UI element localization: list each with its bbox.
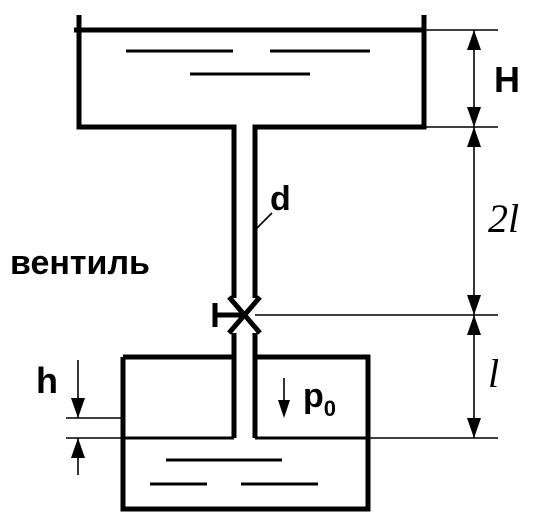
label-p0-base: p xyxy=(303,377,324,415)
label-p0-subscript: 0 xyxy=(324,396,336,421)
upper-tank xyxy=(74,15,427,298)
valve-symbol xyxy=(212,295,262,335)
label-2l: 2l xyxy=(488,196,519,241)
lower-tank-water-lines xyxy=(123,436,368,486)
lower-pipe xyxy=(231,333,258,438)
dimension-2l xyxy=(467,127,481,315)
label-h: h xyxy=(36,360,58,401)
label-p0: p0 xyxy=(303,377,336,421)
label-H: H xyxy=(494,59,520,100)
dimension-l xyxy=(467,315,481,438)
label-valve: вентиль xyxy=(10,244,150,282)
lower-tank xyxy=(120,354,371,512)
dimension-extension-lines xyxy=(255,29,498,439)
dimension-H xyxy=(467,30,481,127)
upper-tank-water-lines xyxy=(126,49,370,76)
dimension-h xyxy=(66,360,123,475)
label-l: l xyxy=(488,351,499,396)
diameter-leader-line xyxy=(254,212,273,231)
label-d: d xyxy=(270,180,291,218)
pressure-arrow xyxy=(278,378,290,418)
